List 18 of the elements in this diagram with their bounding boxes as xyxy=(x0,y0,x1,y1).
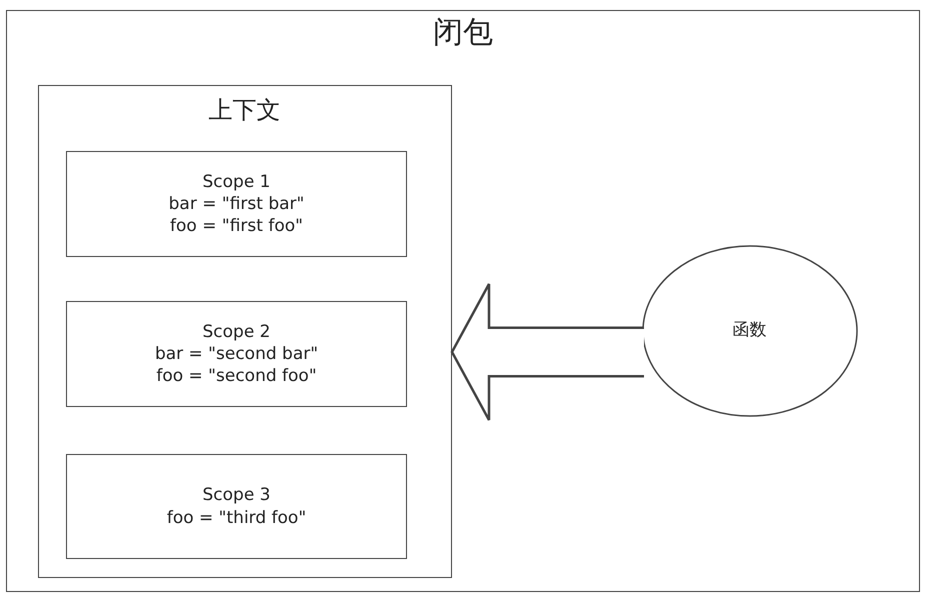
closure-panel xyxy=(6,10,920,592)
variable-assignment: foo = "first foo" xyxy=(170,215,303,238)
variable-assignment: foo = "second foo" xyxy=(156,365,317,388)
scope-title: Scope 1 xyxy=(202,170,270,193)
scope-box xyxy=(66,151,407,257)
context-box xyxy=(38,84,452,578)
block-arrow xyxy=(450,282,644,422)
scope-title: Scope 3 xyxy=(202,484,270,506)
panel-title: 闭包 xyxy=(433,15,493,51)
variable-assignment: bar = "first bar" xyxy=(168,192,304,216)
scope-box xyxy=(66,301,407,407)
function-ellipse xyxy=(642,244,858,416)
scope-title: Scope 2 xyxy=(202,320,270,343)
node-label: 函数 xyxy=(732,320,766,341)
panel-title: 上下文 xyxy=(208,96,280,124)
variable-assignment: foo = "third foo" xyxy=(166,506,306,529)
variable-assignment: bar = "second bar" xyxy=(154,342,318,366)
scope-box xyxy=(66,454,407,559)
